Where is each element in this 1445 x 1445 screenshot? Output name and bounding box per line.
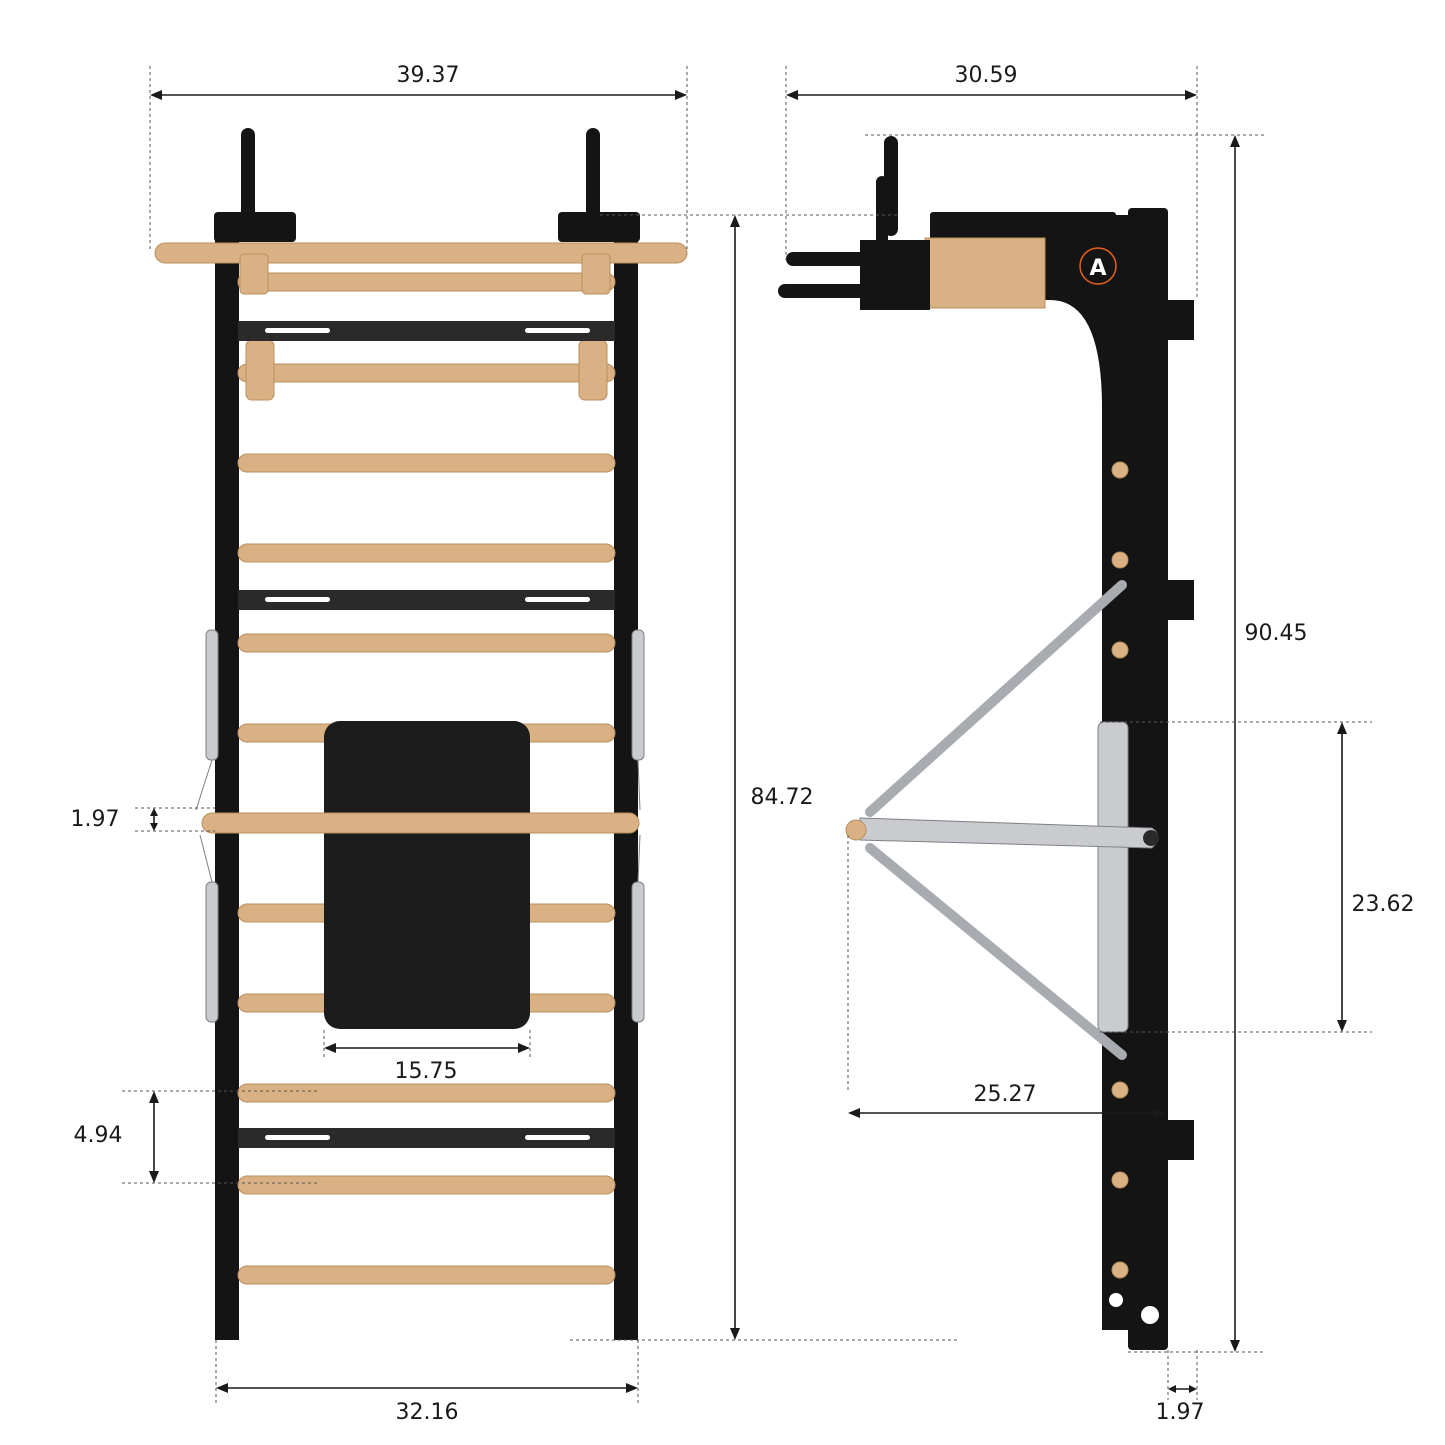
front-width-top-label: 39.37 [397,63,460,88]
extended-arm [845,817,1159,849]
front-view [154,128,688,1340]
brand-logo: A [1079,247,1117,285]
adjustment-plates [238,321,615,1148]
top-bar [154,242,688,264]
side-post [1128,208,1168,1350]
dip-handle-icon [778,136,930,310]
side-view: A [778,136,1194,1350]
side-spring-icon [865,580,1127,1060]
seat-pad [324,721,530,1029]
front-width-bottom-label: 32.16 [396,1400,459,1425]
front-height-label: 84.72 [751,785,814,810]
front-bar [201,812,640,834]
left-upright [215,220,239,1340]
pull-up-handle-icon [214,128,640,242]
front-seat-width-label: 15.75 [395,1059,458,1084]
dimension-lines [122,66,1372,1405]
logo-letter: A [1089,256,1106,281]
dimension-labels: 39.37 32.16 1.97 15.75 4.94 84.72 30.59 … [71,63,1415,1425]
post-pegs [1111,461,1129,1279]
side-seat-height-label: 23.62 [1352,892,1415,917]
front-bar-diameter-label: 1.97 [71,807,120,832]
side-depth-top-label: 30.59 [955,63,1018,88]
right-upright [614,220,638,1340]
side-base-depth-label: 1.97 [1156,1400,1205,1425]
spring-icon [195,629,645,1023]
front-rung-spacing-label: 4.94 [74,1123,123,1148]
side-arm-reach-label: 25.27 [974,1082,1037,1107]
side-total-height-label: 90.45 [1245,621,1308,646]
